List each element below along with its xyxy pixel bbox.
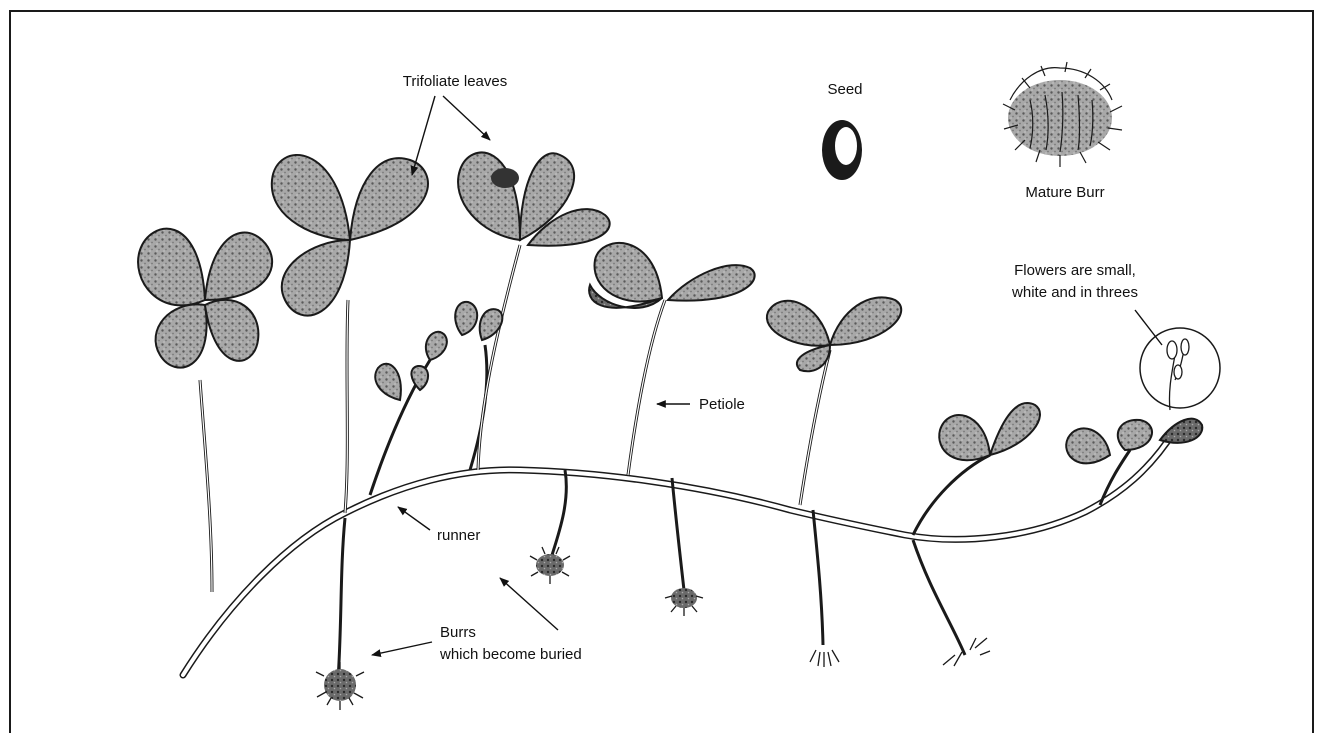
leaf-7: [1066, 419, 1202, 464]
runner-label: runner: [437, 526, 480, 545]
flowers: [1167, 339, 1189, 410]
mature-burr-illustration: [1003, 62, 1122, 167]
burrs-label-line1: Burrs: [440, 623, 476, 642]
petiole-label: Petiole: [699, 395, 745, 414]
burr-2: [530, 547, 570, 584]
burrs-label-line2: which become buried: [440, 645, 582, 664]
seed-label: Seed: [815, 80, 875, 99]
flowers-pointer: [1135, 310, 1162, 345]
burr-4: [810, 645, 839, 667]
burr-stalks: [338, 470, 965, 680]
runner-arrow: [398, 507, 430, 530]
leaf-3: [458, 153, 610, 246]
leaf-1: [138, 229, 272, 368]
burr-5: [943, 638, 990, 666]
seed-illustration: [822, 120, 862, 180]
burrs-arrow-lower: [372, 642, 432, 655]
burrs: [316, 547, 990, 710]
trifoliate-arrow-right: [443, 96, 490, 140]
leaf-4: [589, 243, 755, 308]
burr-3: [665, 588, 703, 616]
burr-1: [316, 662, 364, 710]
trifoliate-arrow-left: [412, 96, 435, 175]
flowers-label-line1: Flowers are small,: [1000, 261, 1150, 280]
leaf-2: [272, 155, 428, 316]
trifoliate-leaves-label: Trifoliate leaves: [395, 72, 515, 91]
mature-burr-label: Mature Burr: [1010, 183, 1120, 202]
leaf-6: [939, 403, 1040, 460]
young-leaves: [375, 302, 502, 400]
flowers-label-line2: white and in threes: [1000, 283, 1150, 302]
burrs-arrow-upper: [500, 578, 558, 630]
leaf-5: [767, 297, 901, 371]
